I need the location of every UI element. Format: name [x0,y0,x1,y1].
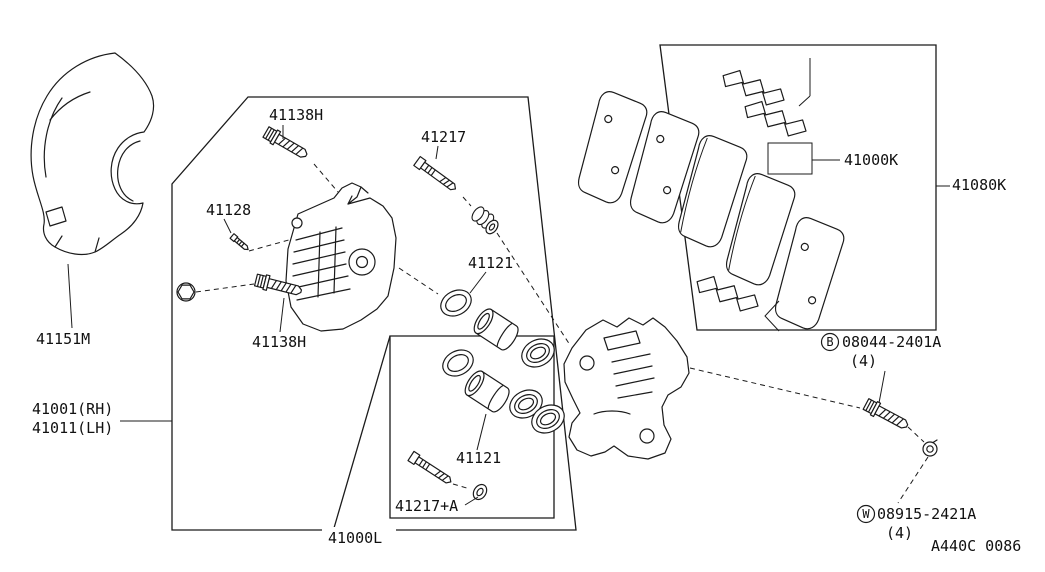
splash-shield-drawing [30,52,155,256]
pad-kit-marks [764,58,813,332]
label-guide-pin-bottom: 41217+A [395,497,458,515]
bolt-head-end-view-drawing [176,282,196,302]
label-washer-w-qty: (4) [886,524,913,542]
label-caliper-assembly: 41000L [328,529,382,547]
pin-bushing-drawing [472,483,488,501]
pad-retainer-clip-top-drawing [718,66,789,110]
pad-retainer-clip-mid-drawing [740,97,811,141]
label-pad-kit: 41080K [952,176,1006,194]
label-piston-lower: 41121 [456,449,501,467]
piston-boot-upper-drawing [516,332,560,374]
drawing-code: A440C 0086 [931,537,1021,555]
label-washer-w-number: 08915-2421A [877,505,976,523]
label-bolt-bottom: 41138H [252,333,306,351]
label-guide-pin-top: 41217 [421,128,466,146]
pad-friction-right-drawing [722,170,799,290]
label-piston-upper: 41121 [468,254,513,272]
label-bolt-b-qty: (4) [850,352,877,370]
label-backplate [322,527,396,546]
label-bleeder-screw: 41128 [206,201,251,219]
circled-w-letter: W [862,507,870,521]
pad-friction-left-drawing [674,132,751,252]
label-bolt-b-number: 08044-2401A [842,333,941,351]
label-bolt-top: 41138H [269,106,323,124]
pad-backing-left-drawing [574,88,651,208]
piston-upper-drawing [469,305,522,354]
piston-lower-drawing [460,367,513,416]
circled-b-letter: B [826,335,833,349]
guide-pin-bottom-drawing [407,450,455,488]
circled-b-icon [820,332,840,352]
label-pad-hardware-kit: 41000K [844,151,898,169]
caliper-assembly-box [171,96,577,531]
bleeder-screw-drawing [229,233,249,251]
caliper-body-drawing [285,182,397,332]
label-splash-shield: 41151M [36,330,90,348]
label-caliper-lh: 41011(LH) [32,419,113,437]
label-caliper-rh: 41001(RH) [32,400,113,418]
leader-lines [67,125,950,506]
mount-bolt-b-drawing [861,396,912,434]
circled-w-icon [856,504,876,524]
labels: 41138H 41217 41128 41138H 41121 41151M 4… [32,106,1021,555]
lock-bolt-top-drawing [261,124,311,163]
pad-backing-mid-drawing [626,108,703,228]
piston-seal-upper-drawing [435,284,477,322]
torque-member-drawing [563,317,690,460]
pin-boot-ring-drawing [485,219,499,235]
guide-pin-top-drawing [413,155,460,194]
pad-backing-right-drawing [771,214,848,334]
spring-washer-w-drawing [922,439,938,457]
